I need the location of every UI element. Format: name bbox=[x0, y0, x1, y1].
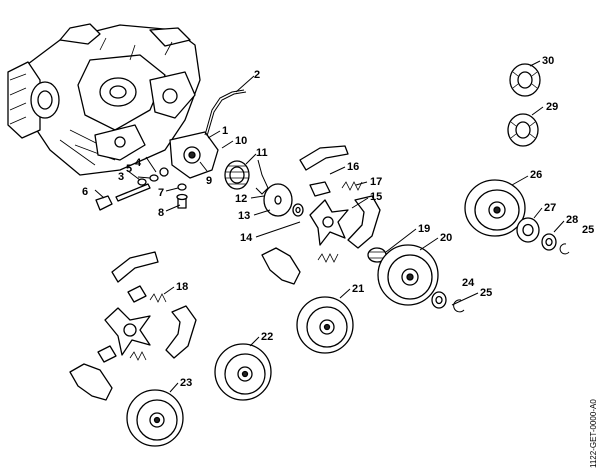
clutch-shoe-upper bbox=[299, 145, 349, 171]
clutch-drum-26 bbox=[464, 179, 526, 237]
callout-27: 27 bbox=[544, 202, 556, 214]
callout-15: 15 bbox=[370, 191, 382, 203]
small-washer bbox=[292, 203, 304, 217]
clutch-shoe-lower bbox=[261, 247, 301, 285]
callout-22: 22 bbox=[261, 331, 273, 343]
callout-3: 3 bbox=[118, 171, 124, 183]
callout-21: 21 bbox=[352, 283, 364, 295]
callout-28: 28 bbox=[566, 214, 578, 226]
clutch-drum-21 bbox=[296, 296, 354, 354]
callout-25-lower: 25 bbox=[480, 287, 492, 299]
callout-19: 19 bbox=[418, 223, 430, 235]
callout-6: 6 bbox=[82, 186, 88, 198]
callout-29: 29 bbox=[546, 101, 558, 113]
callout-14: 14 bbox=[240, 232, 253, 244]
callout-16: 16 bbox=[347, 161, 359, 173]
washer-28 bbox=[541, 233, 557, 251]
callout-24: 24 bbox=[462, 277, 475, 289]
clutch-spring-lower bbox=[317, 253, 339, 263]
clutch-block bbox=[309, 181, 331, 197]
callout-17: 17 bbox=[370, 176, 382, 188]
callout-4: 4 bbox=[135, 157, 142, 169]
clutch-carrier bbox=[309, 199, 349, 246]
engine-housing bbox=[7, 23, 201, 176]
clutch-exploded-lower-left bbox=[69, 251, 197, 401]
callout-13: 13 bbox=[238, 210, 250, 222]
rim-sprocket-27 bbox=[516, 217, 540, 243]
clutch-shoe-right bbox=[347, 195, 381, 249]
spring-clip bbox=[255, 159, 269, 195]
pump-bolt-set bbox=[95, 167, 188, 211]
e-clip-25-lower bbox=[453, 299, 465, 313]
worm-gear bbox=[224, 160, 250, 190]
callout-20: 20 bbox=[440, 232, 452, 244]
callout-30: 30 bbox=[542, 55, 554, 67]
callout-23: 23 bbox=[180, 377, 192, 389]
e-clip-25-upper bbox=[559, 243, 570, 255]
rim-sprocket-29 bbox=[507, 113, 539, 147]
washer-24 bbox=[431, 291, 447, 309]
callout-10: 10 bbox=[235, 135, 247, 147]
callout-9: 9 bbox=[206, 175, 212, 187]
callout-7: 7 bbox=[158, 187, 164, 199]
callout-12: 12 bbox=[235, 193, 247, 205]
leader-lines bbox=[94, 60, 565, 393]
callout-25-upper: 25 bbox=[582, 224, 594, 236]
callout-5: 5 bbox=[126, 163, 132, 175]
oil-pump-assembly bbox=[169, 89, 247, 179]
callout-labels: 1 2 3 4 5 6 7 8 9 10 11 12 13 14 15 16 1… bbox=[82, 55, 594, 389]
clutch-spring bbox=[341, 181, 363, 191]
clutch-drum-20 bbox=[377, 244, 439, 306]
clutch-drum-22 bbox=[214, 343, 272, 401]
callout-26: 26 bbox=[530, 169, 542, 181]
drawing-code: 1122-GET-0000-A0 bbox=[589, 399, 598, 468]
rim-sprocket-30 bbox=[509, 63, 541, 97]
callout-11: 11 bbox=[256, 147, 268, 159]
thrust-washer bbox=[263, 183, 293, 217]
callout-18: 18 bbox=[176, 281, 188, 293]
clutch-drum-23 bbox=[126, 389, 184, 447]
callout-8: 8 bbox=[158, 207, 164, 219]
callout-1: 1 bbox=[222, 125, 228, 137]
callout-2: 2 bbox=[254, 69, 260, 81]
